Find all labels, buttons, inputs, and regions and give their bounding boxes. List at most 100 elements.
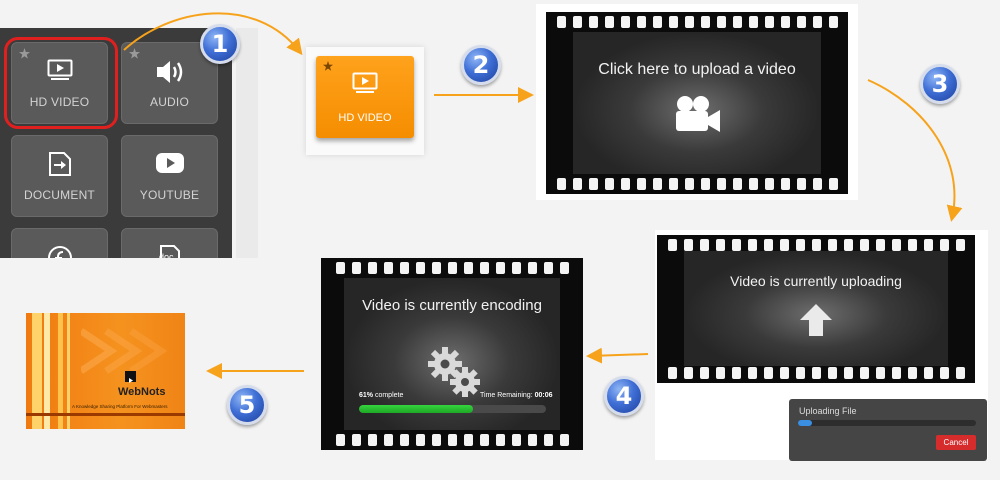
film-sprocket-hole bbox=[731, 239, 741, 251]
film-sprocket-hole bbox=[447, 262, 457, 274]
upload-dialog-title: Uploading File bbox=[799, 406, 857, 416]
film-sprocket-hole bbox=[859, 239, 869, 251]
film-sprocket-hole bbox=[764, 178, 774, 190]
film-sprocket-hole bbox=[527, 262, 537, 274]
thumb-tagline: A Knowledge Sharing Platform For Webmast… bbox=[72, 404, 168, 409]
thumb-stripe bbox=[32, 313, 42, 429]
film-sprocket-hole bbox=[447, 434, 457, 446]
film-sprocket-hole bbox=[715, 367, 725, 379]
film-sprocket-hole bbox=[811, 239, 821, 251]
film-sprocket-hole bbox=[351, 434, 361, 446]
film-sprocket-hole bbox=[732, 178, 742, 190]
doc-icon-text: doc bbox=[159, 252, 174, 258]
encoding-progress-fill bbox=[359, 405, 474, 413]
film-sprocket-hole bbox=[668, 16, 678, 28]
tile-label: HD VIDEO bbox=[338, 112, 392, 124]
film-sprocket-hole bbox=[667, 239, 677, 251]
film-sprocket-hole bbox=[955, 367, 965, 379]
cancel-button[interactable]: Cancel bbox=[936, 435, 976, 450]
film-sprocket-hole bbox=[907, 367, 917, 379]
film-sprocket-hole bbox=[383, 434, 393, 446]
upload-video-frame[interactable]: Click here to upload a video bbox=[546, 12, 848, 194]
film-sprocket-hole bbox=[367, 434, 377, 446]
time-remaining-label: Time Remaining: bbox=[480, 392, 535, 399]
doc-file-icon bbox=[159, 245, 180, 258]
tile-hd-video[interactable]: HD VIDEO bbox=[11, 42, 108, 124]
film-sprocket-hole bbox=[812, 178, 822, 190]
film-sprocket-hole bbox=[780, 16, 790, 28]
film-sprocket-hole bbox=[559, 262, 569, 274]
film-sprocket-hole bbox=[699, 239, 709, 251]
film-sprocket-hole bbox=[652, 178, 662, 190]
film-sprocket-hole bbox=[747, 367, 757, 379]
star-icon bbox=[323, 61, 333, 71]
film-sprocket-hole bbox=[779, 367, 789, 379]
film-sprocket-hole bbox=[572, 178, 582, 190]
film-sprocket-hole bbox=[527, 434, 537, 446]
film-sprocket-hole bbox=[827, 239, 837, 251]
film-sprocket-hole bbox=[683, 239, 693, 251]
tile-label: AUDIO bbox=[149, 95, 189, 109]
tile-youtube[interactable]: YOUTUBE bbox=[121, 135, 218, 217]
film-sprocket-hole bbox=[383, 262, 393, 274]
thumb-brand: WebNots bbox=[118, 386, 166, 398]
film-sprocket-hole bbox=[636, 178, 646, 190]
film-sprocket-hole bbox=[620, 16, 630, 28]
upload-progress-bar bbox=[798, 420, 976, 426]
film-sprocket-hole bbox=[747, 239, 757, 251]
tile-doc-file[interactable]: doc bbox=[121, 228, 218, 258]
step-badge-4: 4 bbox=[604, 376, 644, 416]
upload-dialog: Uploading File Cancel bbox=[789, 399, 987, 461]
film-sprocket-hole bbox=[543, 434, 553, 446]
film-sprocket-hole bbox=[731, 367, 741, 379]
film-sprocket-hole bbox=[875, 367, 885, 379]
upload-progress-fill bbox=[798, 420, 813, 426]
tile-label: HD VIDEO bbox=[29, 95, 90, 109]
time-remaining-value: 00:06 bbox=[534, 392, 553, 399]
webnots-video-thumbnail[interactable]: WebNots A Knowledge Sharing Platform For… bbox=[26, 313, 185, 429]
film-sprocket-hole bbox=[604, 16, 614, 28]
film-sprocket-hole bbox=[415, 434, 425, 446]
tile-flash[interactable] bbox=[11, 228, 108, 258]
film-sprocket-hole bbox=[479, 262, 489, 274]
upload-prompt: Click here to upload a video bbox=[598, 61, 796, 78]
film-sprocket-hole bbox=[572, 16, 582, 28]
film-sprocket-hole bbox=[795, 239, 805, 251]
film-sprocket-hole bbox=[684, 16, 694, 28]
arrow-3 bbox=[867, 79, 963, 222]
encoding-status: Video is currently encoding bbox=[362, 297, 542, 314]
thumb-stripe bbox=[67, 313, 70, 429]
panel-edge bbox=[236, 28, 258, 258]
film-sprocket-hole bbox=[763, 367, 773, 379]
film-sprocket-hole bbox=[795, 367, 805, 379]
film-sprocket-hole bbox=[415, 262, 425, 274]
film-sprocket-hole bbox=[335, 262, 345, 274]
film-sprocket-hole bbox=[891, 367, 901, 379]
film-sprocket-hole bbox=[684, 178, 694, 190]
film-sprocket-hole bbox=[620, 178, 630, 190]
film-sprocket-hole bbox=[556, 178, 566, 190]
star-icon bbox=[129, 48, 140, 59]
film-sprocket-hole bbox=[399, 262, 409, 274]
step-badge-3: 3 bbox=[920, 64, 960, 104]
encoding-progress-bar bbox=[359, 405, 546, 413]
tile-document[interactable]: DOCUMENT bbox=[11, 135, 108, 217]
document-icon bbox=[48, 152, 71, 176]
thumb-chevrons bbox=[81, 328, 168, 374]
hd-video-block-selected[interactable]: HD VIDEO bbox=[316, 56, 414, 138]
speaker-icon bbox=[156, 61, 182, 83]
step-badge-5: 5 bbox=[227, 385, 267, 425]
video-icon bbox=[352, 72, 378, 93]
tile-audio[interactable]: AUDIO bbox=[121, 42, 218, 124]
film-sprocket-hole bbox=[431, 262, 441, 274]
film-sprocket-hole bbox=[431, 434, 441, 446]
upload-arrow-icon bbox=[800, 304, 832, 336]
film-sprocket-hole bbox=[367, 262, 377, 274]
encoding-time: Time Remaining: 00:06 bbox=[480, 392, 553, 399]
film-sprocket-hole bbox=[604, 178, 614, 190]
film-sprocket-hole bbox=[700, 16, 710, 28]
film-sprocket-hole bbox=[780, 178, 790, 190]
film-sprocket-hole bbox=[796, 178, 806, 190]
step-badge-2: 2 bbox=[461, 45, 501, 85]
